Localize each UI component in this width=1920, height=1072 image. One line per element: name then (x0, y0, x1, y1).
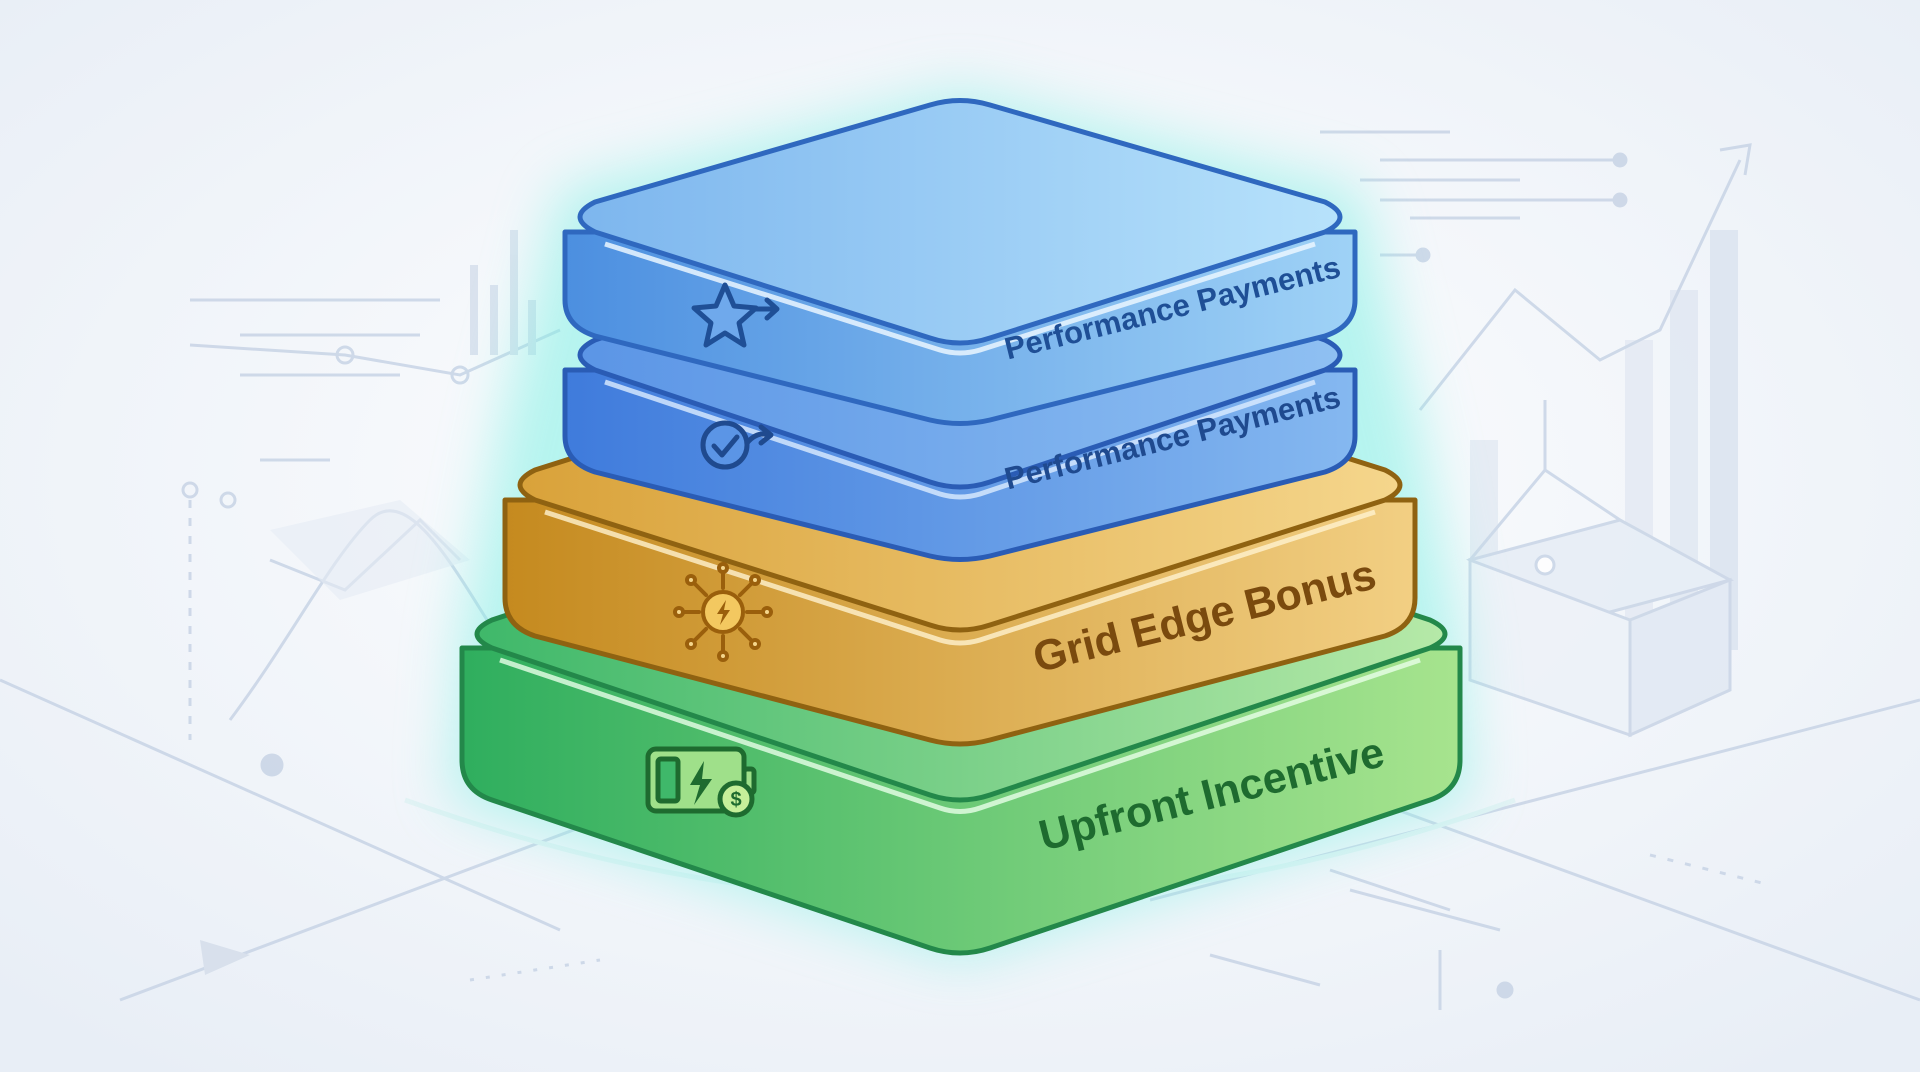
layer-highlight (499, 657, 1421, 814)
layer-performance-payments-top (562, 98, 1358, 426)
battery-dollar-icon: $ (645, 746, 757, 818)
layer-highlight (604, 379, 1316, 500)
layer-highlight (604, 241, 1316, 356)
star-arrow-icon (691, 282, 780, 348)
layer-highlight (544, 509, 1376, 646)
grid-sun-bolt-icon (673, 562, 773, 662)
svg-text:$: $ (730, 789, 741, 811)
layer-top (577, 98, 1343, 346)
check-arrow-icon (700, 420, 774, 470)
